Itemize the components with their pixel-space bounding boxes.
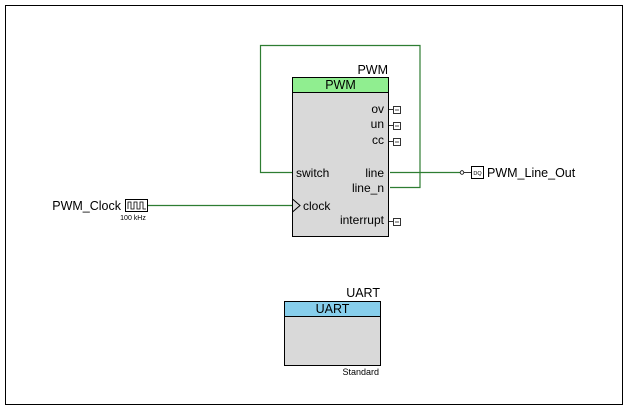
uart-instance-name: UART bbox=[346, 286, 380, 300]
pwm-component[interactable]: PWM PWM ov un cc line line_n interrupt s… bbox=[292, 63, 401, 237]
wires bbox=[148, 44, 460, 207]
terminal-switch[interactable]: switch bbox=[296, 166, 329, 180]
terminal-line[interactable]: line bbox=[365, 166, 384, 180]
terminal-ov[interactable]: ov bbox=[371, 102, 384, 116]
clock-input-triangle-icon bbox=[292, 198, 301, 213]
unconnected-icon-marks bbox=[395, 109, 399, 223]
pwm-body bbox=[292, 77, 389, 237]
clock-icon bbox=[125, 199, 148, 212]
uart-config: Standard bbox=[342, 367, 379, 377]
wire-line-to-switch[interactable] bbox=[259, 44, 421, 174]
output-pin-glyph: DQ bbox=[473, 171, 482, 177]
terminal-interrupt[interactable]: interrupt bbox=[340, 213, 385, 227]
terminal-line-n[interactable]: line_n bbox=[352, 181, 384, 195]
uart-component[interactable]: UART UART Standard bbox=[284, 286, 381, 377]
pwm-type-label: PWM bbox=[325, 78, 356, 92]
unconnected-terminal-icons bbox=[388, 106, 401, 226]
clock-waveform-icon bbox=[127, 201, 146, 210]
wire-line-n-to-feedback[interactable] bbox=[390, 172, 421, 189]
clock-component[interactable]: PWM_Clock 100 kHz bbox=[52, 199, 148, 222]
output-pin-name: PWM_Line_Out bbox=[487, 166, 576, 180]
pwm-instance-name: PWM bbox=[357, 63, 388, 77]
clock-name: PWM_Clock bbox=[52, 199, 122, 213]
digital-output-pin-icon bbox=[471, 166, 484, 179]
uart-header bbox=[284, 301, 381, 317]
wire-junction-dot bbox=[459, 170, 465, 175]
clock-frequency: 100 kHz bbox=[120, 215, 146, 222]
terminal-clock[interactable]: clock bbox=[303, 199, 331, 213]
pwm-header bbox=[292, 77, 389, 93]
uart-type-label: UART bbox=[316, 302, 350, 316]
output-pin-component[interactable]: DQ PWM_Line_Out bbox=[459, 166, 576, 180]
terminal-cc[interactable]: cc bbox=[372, 133, 384, 147]
terminal-un[interactable]: un bbox=[371, 117, 384, 131]
sheet-border bbox=[5, 5, 623, 405]
